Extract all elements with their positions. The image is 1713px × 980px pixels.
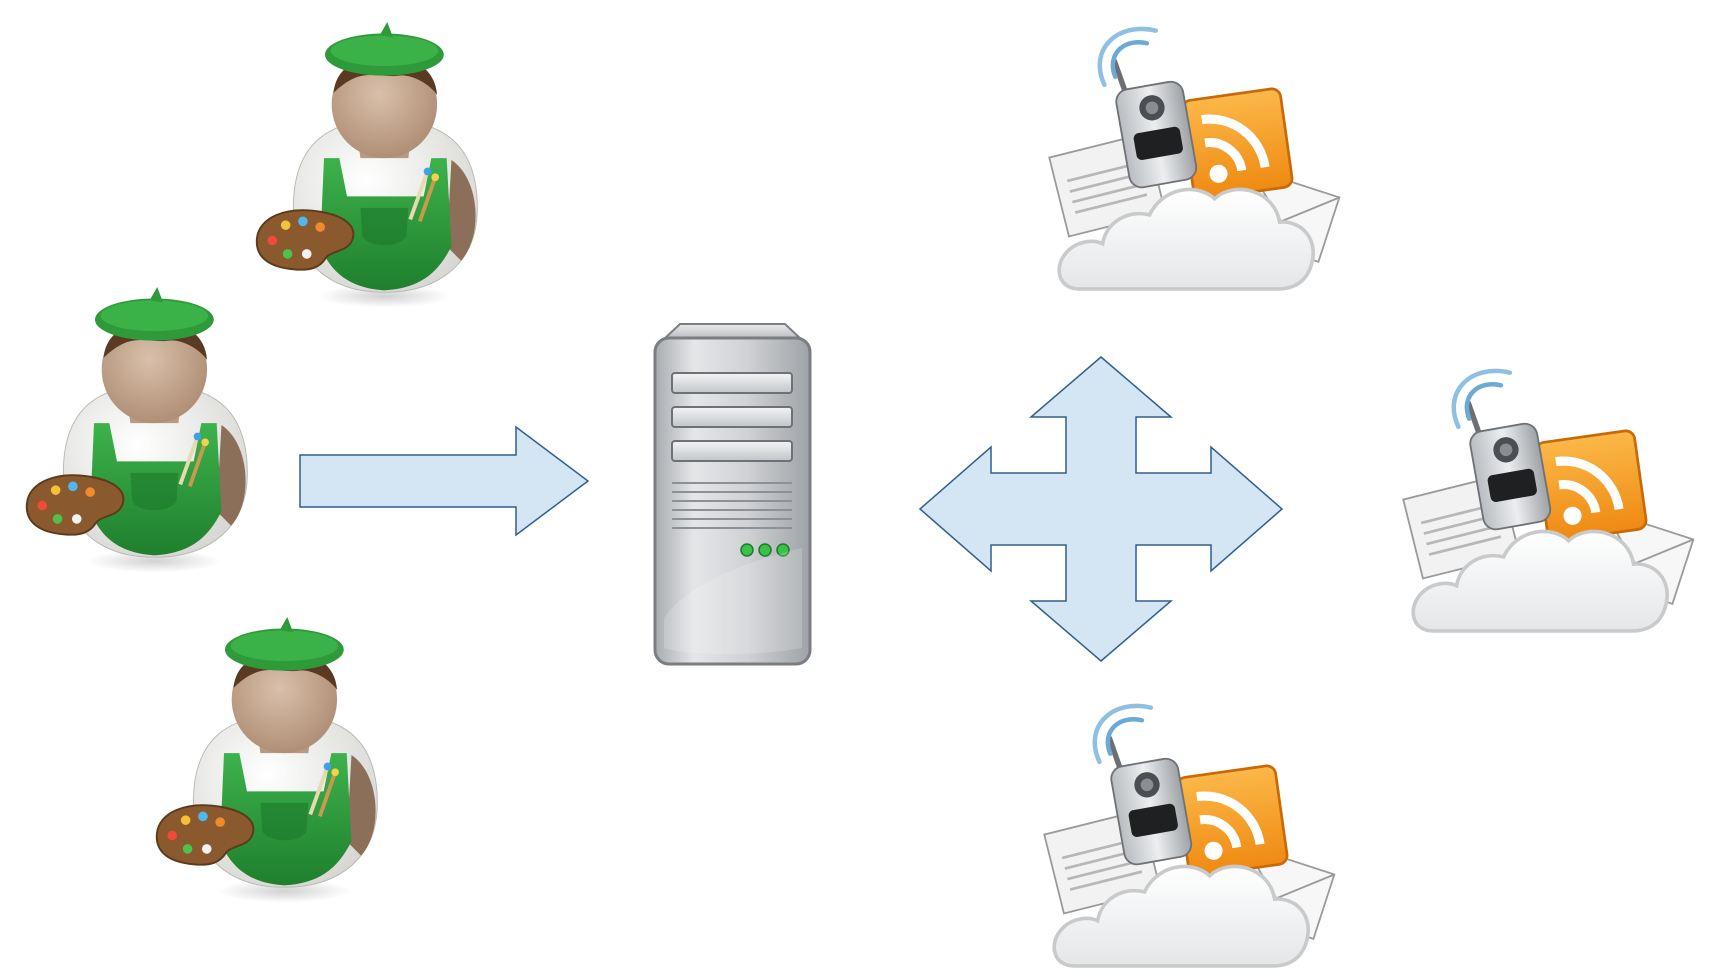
artist-icon — [155, 605, 385, 905]
web-services-cloud-icon — [1010, 695, 1355, 975]
artist-icon — [255, 10, 485, 310]
artist-icon — [25, 275, 255, 575]
artist-3 — [155, 605, 385, 905]
service-right — [1370, 360, 1713, 640]
artist-2 — [25, 275, 255, 575]
web-services-cloud-icon — [1015, 18, 1360, 298]
web-services-cloud-icon — [1370, 360, 1713, 640]
arrow-right-icon — [298, 425, 590, 537]
artist-1 — [255, 10, 485, 310]
service-top — [1015, 18, 1360, 298]
server-tower-icon — [650, 318, 815, 668]
four-way-arrow — [918, 355, 1284, 663]
service-bottom — [1010, 695, 1355, 975]
server — [650, 318, 815, 668]
four-way-arrow-icon — [918, 355, 1284, 663]
arrow-artists-to-server — [298, 425, 590, 537]
